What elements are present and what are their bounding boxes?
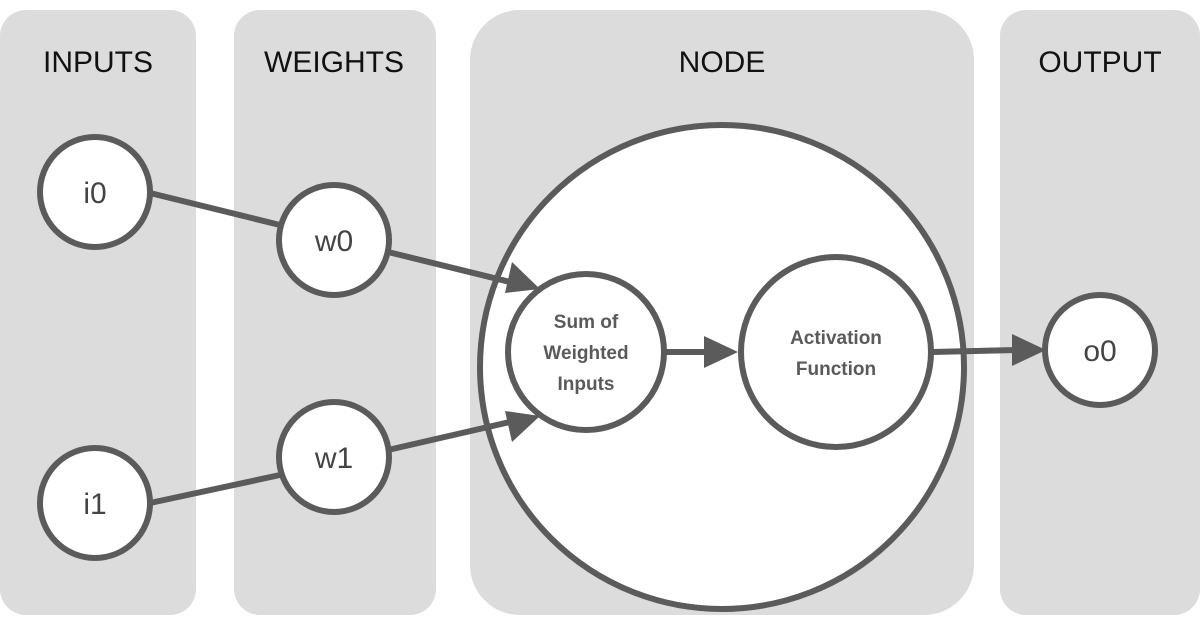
edge-i0-w0 bbox=[147, 190, 283, 228]
input-node-i1 bbox=[37, 445, 153, 561]
sum-label-line-1: Sum of bbox=[554, 312, 619, 333]
weight-node-w1 bbox=[276, 399, 392, 515]
sum-node bbox=[505, 271, 667, 433]
arrowhead-activation-o0 bbox=[1012, 334, 1046, 366]
output-label-o0: o0 bbox=[1083, 335, 1116, 368]
weight-label-w0: w0 bbox=[314, 225, 353, 258]
node-circle bbox=[477, 122, 967, 612]
inputs-header: INPUTS bbox=[43, 46, 153, 79]
arrowhead-w1-sum bbox=[505, 411, 540, 442]
output-header: OUTPUT bbox=[1038, 46, 1161, 79]
activation-label-line-2: Function bbox=[796, 359, 876, 380]
weights-header: WEIGHTS bbox=[264, 46, 404, 79]
activation-node bbox=[738, 254, 934, 450]
edge-i1-w1 bbox=[147, 472, 283, 506]
arrowhead-w0-sum bbox=[505, 262, 540, 293]
output-node-o0 bbox=[1042, 292, 1158, 408]
input-node-i0 bbox=[37, 134, 153, 250]
input-label-i0: i0 bbox=[83, 177, 106, 210]
weights-panel bbox=[234, 10, 436, 615]
activation-label-line-1: Activation bbox=[790, 328, 882, 349]
weight-node-w0 bbox=[276, 182, 392, 298]
node-header: NODE bbox=[679, 46, 766, 79]
edge-activation-o0 bbox=[929, 347, 1021, 355]
arrowhead-sum-activation bbox=[704, 336, 738, 368]
edge-w1-sum bbox=[385, 419, 513, 453]
weight-label-w1: w1 bbox=[314, 442, 353, 475]
sum-label-line-2: Weighted bbox=[543, 343, 628, 364]
edge-w0-sum bbox=[385, 249, 513, 285]
sum-label-line-3: Inputs bbox=[558, 374, 615, 395]
input-label-i1: i1 bbox=[83, 488, 106, 521]
